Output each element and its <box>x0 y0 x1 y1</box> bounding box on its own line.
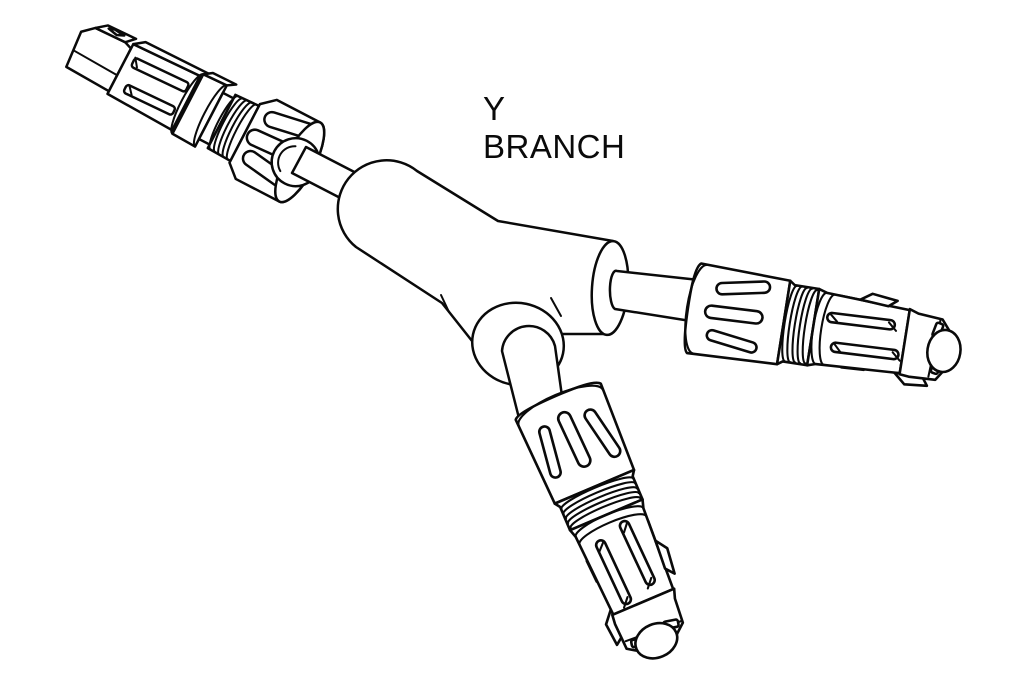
male-connector <box>65 24 326 204</box>
mold-seam-right <box>550 297 562 317</box>
collar-top-face <box>202 71 238 87</box>
plug-snout-top-slot <box>107 27 126 37</box>
collar-edge-arcs <box>170 73 228 148</box>
cable-right <box>608 269 701 324</box>
mold-seam-left <box>440 294 450 313</box>
plug-snout-face-line <box>72 49 119 77</box>
latch-window-tick <box>128 85 133 97</box>
latch-window <box>122 83 177 116</box>
cable-entry-inner-lip <box>277 145 297 173</box>
female-connector-right <box>678 261 970 397</box>
latch-window <box>130 57 190 93</box>
label-line-1: Y <box>483 90 506 127</box>
latch-window-tick <box>134 56 138 69</box>
thread-lines <box>208 95 258 161</box>
y-molded-body <box>336 159 615 348</box>
female-connector-bottom <box>511 375 710 675</box>
label-line-2: BRANCH <box>483 128 625 165</box>
